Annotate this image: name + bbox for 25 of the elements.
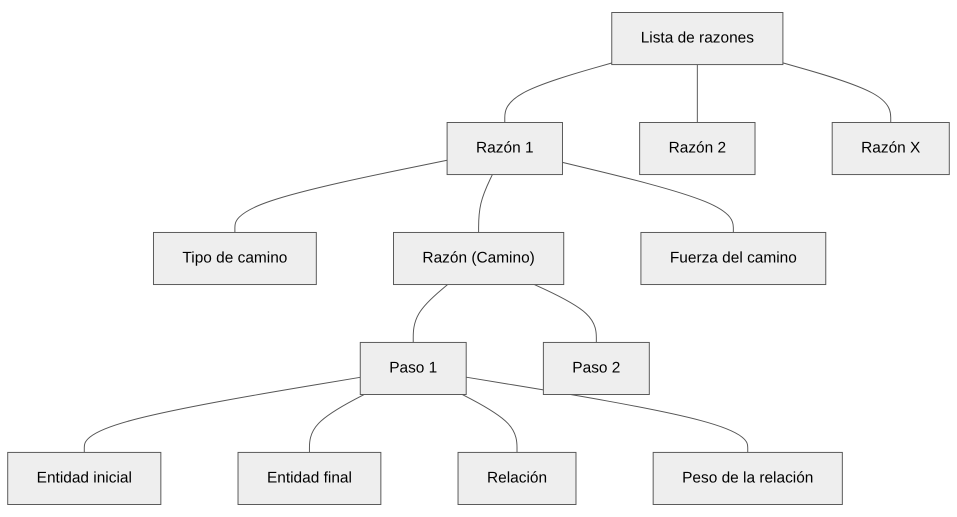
- node-box: Relación: [458, 452, 576, 505]
- connector: [782, 62, 892, 123]
- node-box: Razón 1: [446, 122, 563, 176]
- connector: [478, 174, 493, 233]
- connector: [462, 394, 518, 453]
- node-box: Razón X: [832, 122, 950, 176]
- node-box: Entidad final: [238, 452, 382, 505]
- node-box: Tipo de camino: [152, 232, 317, 286]
- connector: [412, 284, 448, 343]
- node-box: Paso 2: [542, 342, 650, 395]
- connector: [562, 162, 734, 233]
- node-box: Fuerza del camino: [640, 232, 826, 286]
- connector: [466, 376, 748, 453]
- connector: [504, 62, 612, 123]
- node-box: Lista de razones: [611, 12, 784, 66]
- node-box: Razón (Camino): [393, 232, 564, 286]
- connector: [696, 64, 698, 123]
- node-box: Razón 2: [639, 122, 756, 176]
- connector: [84, 376, 361, 453]
- node-box: Paso 1: [360, 342, 467, 395]
- connector: [234, 160, 448, 233]
- connector: [534, 284, 597, 343]
- node-box: Entidad inicial: [7, 452, 162, 505]
- connector: [308, 394, 365, 453]
- node-box: Peso de la relación: [652, 452, 843, 505]
